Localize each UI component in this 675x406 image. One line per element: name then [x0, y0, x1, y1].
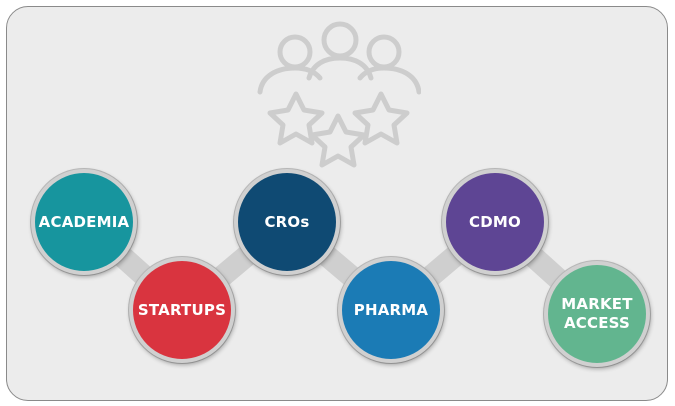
cdmo-label: CDMO: [469, 212, 521, 231]
cros-label: CROs: [264, 212, 310, 231]
startups-label: STARTUPS: [137, 300, 227, 319]
cdmo-circle: CDMO: [442, 169, 548, 275]
market-access-circle: MARKET ACCESS: [544, 261, 650, 367]
team-stars-icon: [251, 20, 422, 175]
academia-circle: ACADEMIA: [31, 169, 137, 275]
startups-circle: STARTUPS: [129, 257, 235, 363]
cros-circle: CROs: [234, 169, 340, 275]
pharma-label: PHARMA: [353, 300, 429, 319]
pharma-circle: PHARMA: [338, 257, 444, 363]
academia-label: ACADEMIA: [38, 212, 130, 231]
market-access-label: MARKET ACCESS: [561, 295, 633, 332]
